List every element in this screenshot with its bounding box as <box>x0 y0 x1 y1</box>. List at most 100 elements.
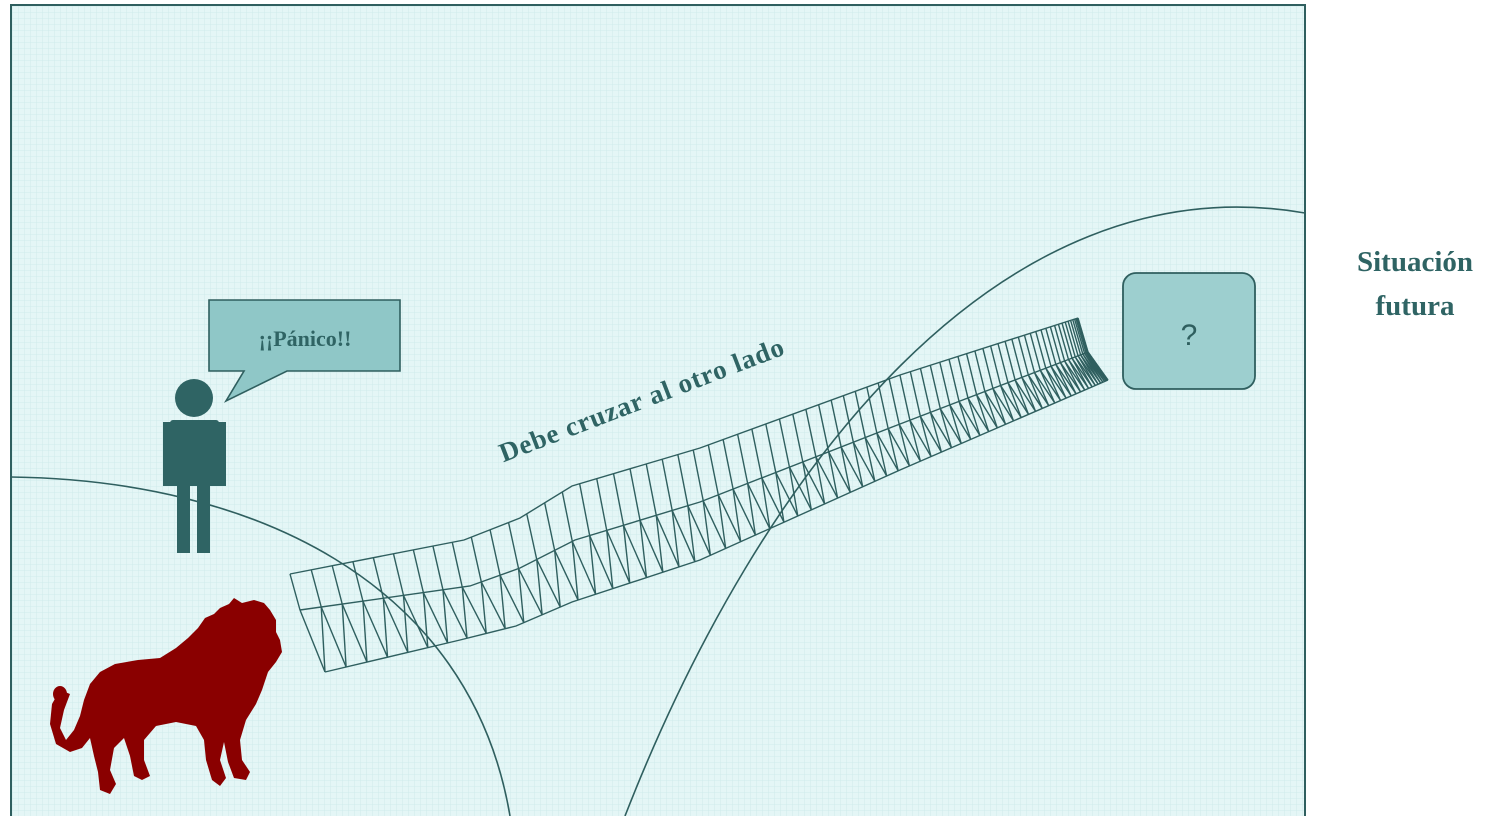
speech-bubble <box>208 299 401 403</box>
bridge-post <box>830 399 842 448</box>
bridge-strut <box>536 559 543 615</box>
bridge-post <box>707 444 720 495</box>
bridge-post <box>612 473 625 526</box>
bridge-strut <box>362 601 368 663</box>
bridge-post <box>526 513 538 560</box>
bridge-strut <box>606 530 614 589</box>
bridge-hanger <box>606 530 631 584</box>
bridge-hanger <box>362 600 389 658</box>
bridge-post <box>1075 318 1087 353</box>
bridge-post <box>919 368 932 413</box>
bridge-strut <box>876 432 888 477</box>
bridge-post <box>722 439 734 490</box>
bridge-strut <box>588 535 597 595</box>
bridge-post <box>989 345 1002 386</box>
bridge-post <box>1061 322 1073 359</box>
bridge-strut <box>1059 362 1077 395</box>
bridge-icon <box>289 317 1109 673</box>
bridge-strut <box>929 412 943 453</box>
bridge-post <box>957 356 969 399</box>
bridge-post <box>842 395 855 443</box>
bridge-post <box>677 454 689 506</box>
bridge-hanger <box>919 415 943 453</box>
bridge-hanger <box>788 466 812 511</box>
bridge-hanger <box>589 535 614 589</box>
bridge-post <box>1057 324 1070 360</box>
bridge-post <box>1023 334 1036 373</box>
bridge-hanger <box>422 592 449 644</box>
bridge-hanger <box>992 388 1015 422</box>
bridge-strut <box>1055 364 1072 397</box>
bridge-hanger <box>717 494 742 543</box>
bridge-post <box>939 362 951 406</box>
bridge-post <box>805 409 817 457</box>
lion-tail-tuft <box>53 686 67 702</box>
bridge-hanger <box>1045 367 1067 399</box>
bridge-hanger <box>655 515 680 568</box>
bridge-hanger <box>732 488 757 536</box>
bridge-post <box>751 428 763 479</box>
bridge-post <box>1067 320 1079 356</box>
bridge-hanger <box>536 559 561 608</box>
bridge-strut <box>775 472 785 523</box>
bridge-hanger <box>958 401 981 436</box>
bridge-hanger <box>887 428 911 467</box>
bridge-strut <box>517 568 525 623</box>
bridge-strut <box>639 520 648 578</box>
bridge-post <box>1076 318 1088 353</box>
bridge-post <box>997 343 1009 383</box>
bridge-hanger <box>402 595 429 648</box>
bridge-strut <box>949 404 962 444</box>
bridge-hanger <box>517 568 543 616</box>
bridge-strut <box>984 391 998 429</box>
bridge-strut <box>852 442 864 487</box>
bridge-hanger <box>1014 379 1037 412</box>
bridge-hanger <box>898 423 921 462</box>
bridge-hanger <box>939 408 962 444</box>
bridge-hanger <box>802 461 826 505</box>
side-title-line1: Situación <box>1356 246 1474 278</box>
bridge-post <box>899 374 911 421</box>
bridge-strut <box>827 451 839 499</box>
bridge-strut <box>761 477 771 529</box>
bridge-hanger <box>499 574 525 623</box>
bridge-strut <box>671 510 680 567</box>
bridge-post <box>1077 317 1089 353</box>
bridge-hanger <box>761 477 785 523</box>
bridge-post <box>792 413 804 463</box>
bridge-strut <box>788 466 799 517</box>
bridge-strut <box>909 420 922 462</box>
bridge-strut <box>1045 367 1062 401</box>
speech-bubble-text: ¡¡Pánico!! <box>259 326 352 351</box>
bridge-hanger <box>984 391 1007 425</box>
bridge-hanger <box>967 397 990 432</box>
bridge-hanger <box>840 446 864 488</box>
bridge-hanger <box>299 609 326 673</box>
bridge-post <box>854 391 866 438</box>
bridge-strut <box>802 461 813 511</box>
bridge-hanger <box>480 581 506 630</box>
bridge-post <box>289 573 301 611</box>
bridge-strut <box>1021 377 1037 412</box>
bridge-post <box>645 463 657 516</box>
bridge-post <box>888 378 900 425</box>
bridge-hanger <box>1059 362 1082 393</box>
bridge-hanger <box>949 404 972 440</box>
bridge-strut <box>1014 379 1030 415</box>
bridge-post <box>470 536 482 583</box>
bridge-strut <box>553 550 561 608</box>
bridge-post <box>1011 339 1023 378</box>
bridge-strut <box>840 446 851 493</box>
bridge-strut <box>898 424 911 467</box>
bridge-hanger <box>1033 372 1056 404</box>
bridge-strut <box>402 595 409 653</box>
bridge-post <box>489 529 501 576</box>
bridge-strut <box>939 408 953 448</box>
bridge-post <box>629 468 641 521</box>
bridge-strut <box>1033 372 1050 406</box>
bridge-hanger <box>876 432 899 472</box>
bridge-post <box>1069 320 1082 356</box>
bridge-post <box>1004 341 1016 381</box>
bridge-strut <box>967 397 981 436</box>
unknown-future-box <box>1122 272 1256 390</box>
